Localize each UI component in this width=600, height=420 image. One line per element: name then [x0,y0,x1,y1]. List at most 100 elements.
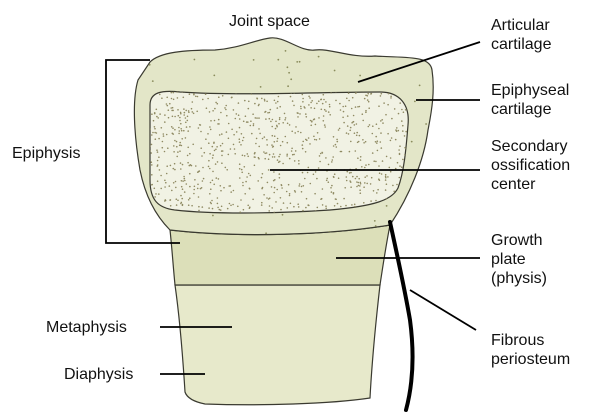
stipple-dot [254,156,256,158]
growth-plate-label-line1: Growth [491,231,547,250]
stipple-dot [316,103,318,105]
stipple-dot [241,172,243,174]
stipple-dot [274,187,276,189]
stipple-dot [350,172,352,174]
epiphyseal-cartilage-label-line1: Epiphyseal [491,81,569,100]
stipple-dot [381,147,383,149]
stipple-dot [156,109,158,111]
stipple-dot [224,107,226,109]
stipple-dot [212,154,214,156]
stipple-dot [302,172,304,174]
stipple-dot [288,72,290,74]
stipple-dot [182,40,184,42]
stipple-dot [158,193,160,195]
stipple-dot [183,97,185,99]
stipple-dot [225,167,227,169]
stipple-dot [247,205,249,207]
stipple-dot [209,126,211,128]
stipple-dot [336,146,338,148]
stipple-dot [349,130,351,132]
stipple-dot [210,202,212,204]
stipple-dot [363,142,365,144]
stipple-dot [397,162,399,164]
stipple-dot [380,95,382,97]
stipple-dot [170,107,172,109]
stipple-dot [274,135,276,137]
stipple-dot [155,193,157,195]
stipple-dot [317,132,319,134]
stipple-dot [300,106,302,108]
stipple-dot [346,176,348,178]
stipple-dot [268,210,270,212]
stipple-dot [226,131,228,133]
stipple-dot [172,116,174,118]
stipple-dot [279,117,281,119]
stipple-dot [219,134,221,136]
stipple-dot [237,206,239,208]
stipple-dot [171,190,173,192]
stipple-dot [233,134,235,136]
stipple-dot [335,199,337,201]
stipple-dot [259,133,261,135]
stipple-dot [318,117,320,119]
stipple-dot [364,167,366,169]
secondary-ossification-label-line3: center [491,175,570,194]
stipple-dot [280,197,282,199]
stipple-dot [208,166,210,168]
stipple-dot [209,153,211,155]
stipple-dot [164,151,166,153]
stipple-dot [310,102,312,104]
stipple-dot [387,133,389,135]
stipple-dot [253,59,255,61]
stipple-dot [359,106,361,108]
stipple-dot [279,106,281,108]
stipple-dot [248,108,250,110]
stipple-dot [248,101,250,103]
stipple-dot [164,180,166,182]
stipple-dot [294,132,296,134]
stipple-dot [369,124,371,126]
stipple-dot [168,109,170,111]
stipple-dot [282,214,284,216]
stipple-dot [375,141,377,143]
stipple-dot [251,133,253,135]
stipple-dot [217,203,219,205]
stipple-dot [172,110,174,112]
stipple-dot [371,177,373,179]
stipple-dot [320,198,322,200]
stipple-dot [293,206,295,208]
stipple-dot [302,148,304,150]
stipple-dot [264,111,266,113]
stipple-dot [387,176,389,178]
stipple-dot [176,156,178,158]
stipple-dot [354,132,356,134]
stipple-dot [239,138,241,140]
stipple-dot [346,132,348,134]
stipple-dot [354,206,356,208]
stipple-dot [350,141,352,143]
stipple-dot [305,207,307,209]
stipple-dot [176,146,178,148]
stipple-dot [394,108,396,110]
stipple-dot [197,184,199,186]
stipple-dot [239,42,241,44]
stipple-dot [151,134,153,136]
stipple-dot [198,196,200,198]
stipple-dot [197,96,199,98]
stipple-dot [177,97,179,99]
stipple-dot [278,96,280,98]
stipple-dot [324,109,326,111]
stipple-dot [375,136,377,138]
stipple-dot [356,186,358,188]
stipple-dot [169,185,171,187]
stipple-dot [242,185,244,187]
stipple-dot [243,137,245,139]
stipple-dot [183,108,185,110]
stipple-dot [431,179,433,181]
stipple-dot [353,115,355,117]
stipple-dot [352,97,354,99]
stipple-dot [318,167,320,169]
stipple-dot [185,117,187,119]
stipple-dot [390,97,392,99]
stipple-dot [192,101,194,103]
